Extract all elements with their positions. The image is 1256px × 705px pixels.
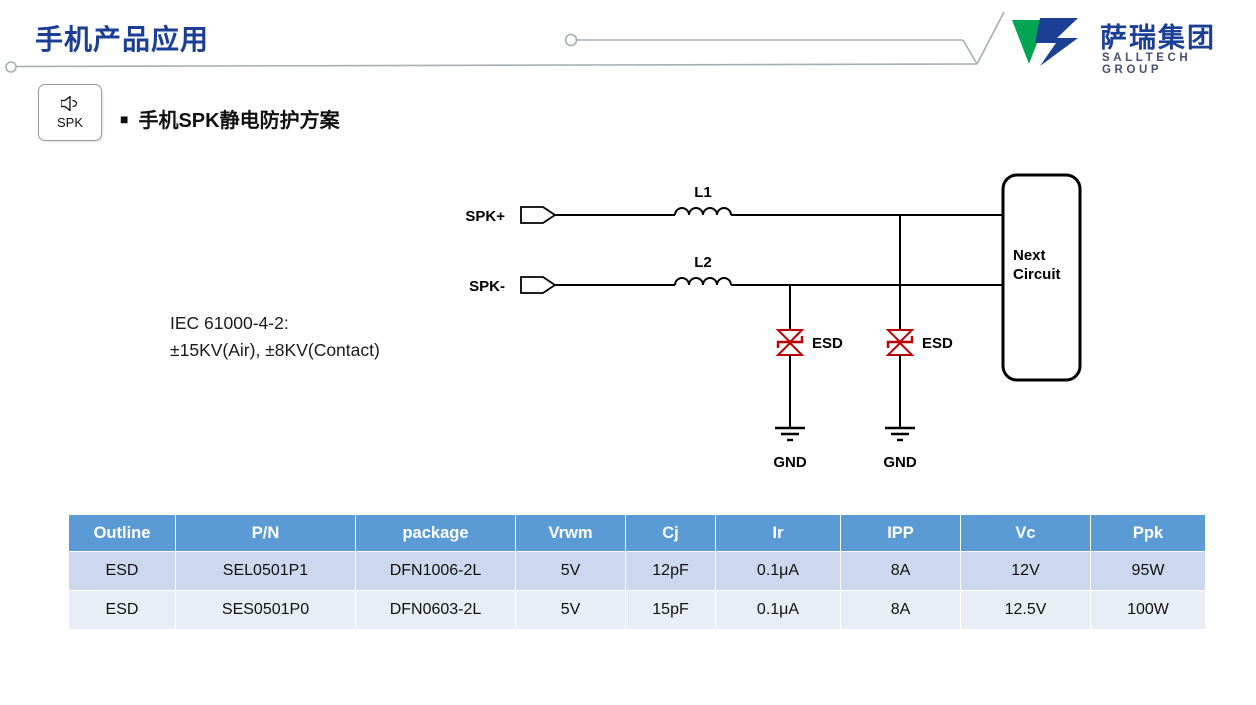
table-row: ESD SES0501P0 DFN0603-2L 5V 15pF 0.1μA 8… <box>68 590 1206 630</box>
cell-vc: 12.5V <box>960 590 1091 630</box>
ground-2-icon <box>885 426 915 442</box>
circuit-schematic: SPK+ L1 SPK- L2 ESD GND <box>465 173 1082 471</box>
spk-minus-label: SPK- <box>469 278 505 295</box>
esd-diode-2-icon <box>885 329 915 356</box>
spk-plus-label: SPK+ <box>465 208 505 225</box>
logo-company-subtitle: SALLTECH GROUP <box>1102 52 1192 76</box>
page-title: 手机产品应用 <box>35 24 210 55</box>
iec-standard-note: IEC 61000-4-2: ±15KV(Air), ±8KV(Contact) <box>170 310 380 364</box>
cell-ppk: 100W <box>1090 590 1206 630</box>
cell-outline: ESD <box>68 590 176 630</box>
spk-minus-pin-icon <box>520 276 557 294</box>
cell-ipp: 8A <box>840 551 961 591</box>
gnd-2-label: GND <box>883 454 917 471</box>
table-row: ESD SEL0501P1 DFN1006-2L 5V 12pF 0.1μA 8… <box>68 551 1206 591</box>
col-header-vrwm: Vrwm <box>515 514 626 552</box>
speaker-icon <box>61 95 78 111</box>
deco-circle-mid <box>564 33 578 47</box>
cell-package: DFN1006-2L <box>355 551 516 591</box>
inductor-l1-label: L1 <box>694 184 712 201</box>
spec-table: Outline P/N package Vrwm Cj Ir IPP Vc Pp… <box>68 514 1206 630</box>
esd-diode-1-icon <box>775 329 805 356</box>
header-decoration-lines <box>5 11 1005 73</box>
spk-plus-pin-icon <box>520 206 557 224</box>
cell-outline: ESD <box>68 551 176 591</box>
col-header-outline: Outline <box>68 514 176 552</box>
company-logo: 萨瑞集团 SALLTECH GROUP <box>1010 12 1250 76</box>
next-circuit-label-line2: Circuit <box>1013 266 1061 283</box>
deco-circle-left <box>5 61 17 73</box>
col-header-ipp: IPP <box>840 514 961 552</box>
logo-mark-icon <box>1012 18 1078 66</box>
col-header-ir: Ir <box>715 514 841 552</box>
cell-cj: 15pF <box>625 590 716 630</box>
col-header-package: package <box>355 514 516 552</box>
cell-package: DFN0603-2L <box>355 590 516 630</box>
col-header-vc: Vc <box>960 514 1091 552</box>
esd-1-label: ESD <box>812 335 843 352</box>
inductor-l2-label: L2 <box>694 254 712 271</box>
cell-pn: SES0501P0 <box>175 590 356 630</box>
ground-1-icon <box>775 426 805 442</box>
cell-vrwm: 5V <box>515 590 626 630</box>
next-circuit-label-line1: Next <box>1013 247 1046 264</box>
inductor-l1-icon <box>674 207 732 216</box>
section-title: 手机SPK静电防护方案 <box>138 110 340 132</box>
cell-vrwm: 5V <box>515 551 626 591</box>
iec-line2: ±15KV(Air), ±8KV(Contact) <box>170 340 380 361</box>
gnd-1-label: GND <box>773 454 807 471</box>
logo-blue-shape <box>1035 18 1078 66</box>
cell-ppk: 95W <box>1090 551 1206 591</box>
cell-vc: 12V <box>960 551 1091 591</box>
cell-cj: 12pF <box>625 551 716 591</box>
cell-ir: 0.1μA <box>715 551 841 591</box>
col-header-pn: P/N <box>175 514 356 552</box>
next-circuit-box <box>1001 173 1082 382</box>
table-header-row: Outline P/N package Vrwm Cj Ir IPP Vc Pp… <box>68 514 1206 552</box>
cell-ir: 0.1μA <box>715 590 841 630</box>
spk-badge-label: SPK <box>56 114 83 130</box>
esd-2-label: ESD <box>922 335 953 352</box>
spk-badge: SPK <box>38 84 102 141</box>
cell-ipp: 8A <box>840 590 961 630</box>
inductor-l2-icon <box>674 277 732 286</box>
section-bullet: ■ <box>120 110 129 127</box>
logo-company-name: 萨瑞集团 <box>1100 23 1216 53</box>
col-header-cj: Cj <box>625 514 716 552</box>
section-header: ■ 手机SPK静电防护方案 <box>120 104 340 133</box>
cell-pn: SEL0501P1 <box>175 551 356 591</box>
col-header-ppk: Ppk <box>1090 514 1206 552</box>
iec-line1: IEC 61000-4-2: <box>170 313 289 333</box>
